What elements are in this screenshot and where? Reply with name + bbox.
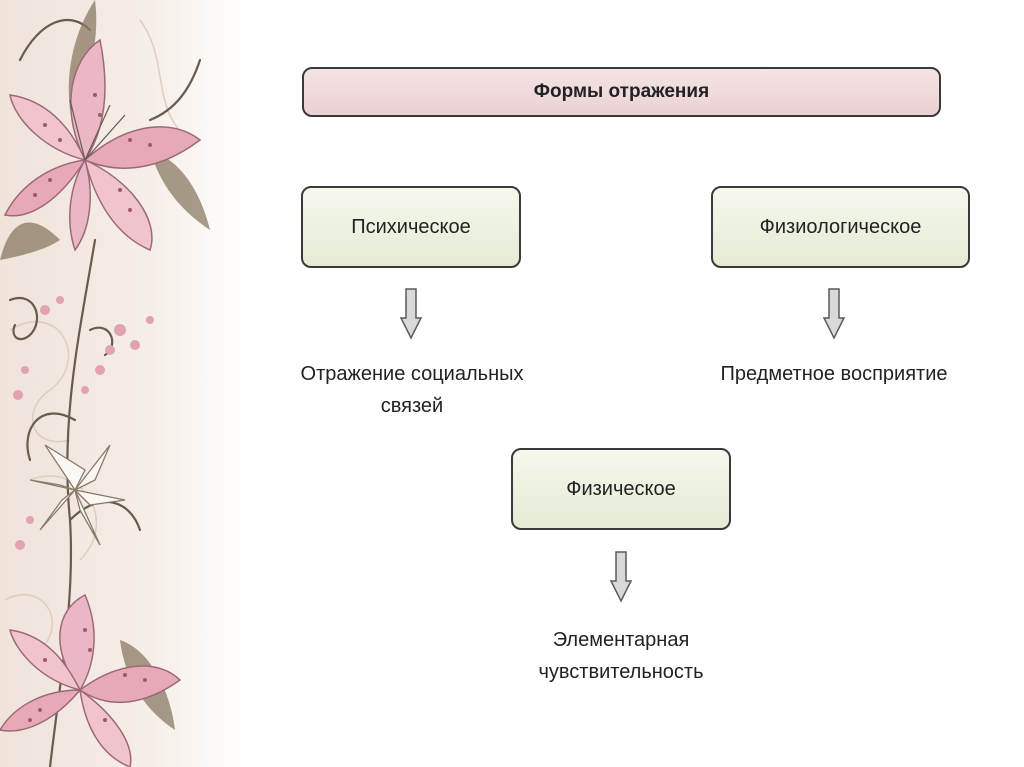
form-box-physiological: Физиологическое <box>711 186 970 268</box>
result-line: Отражение социальных <box>300 363 524 385</box>
down-arrow-icon <box>609 551 633 603</box>
form-label-physical: Физическое <box>566 477 676 500</box>
result-line: Предметное восприятие <box>720 363 948 385</box>
form-label-physiological: Физиологическое <box>759 215 922 238</box>
result-physical: Элементарная чувствительность <box>506 624 736 688</box>
floral-decoration <box>0 0 250 767</box>
result-line: Элементарная <box>552 629 690 651</box>
form-box-psychic: Психическое <box>301 186 521 268</box>
title-box: Формы отражения <box>302 67 941 117</box>
down-arrow-icon <box>822 288 846 340</box>
form-box-physical: Физическое <box>511 448 731 530</box>
title-label: Формы отражения <box>533 81 710 102</box>
result-physiological: Предметное восприятие <box>684 358 984 390</box>
result-psychic: Отражение социальных связей <box>272 358 552 422</box>
form-label-psychic: Психическое <box>351 215 471 238</box>
result-line: чувствительность <box>538 661 704 683</box>
result-line: связей <box>380 395 444 417</box>
down-arrow-icon <box>399 288 423 340</box>
